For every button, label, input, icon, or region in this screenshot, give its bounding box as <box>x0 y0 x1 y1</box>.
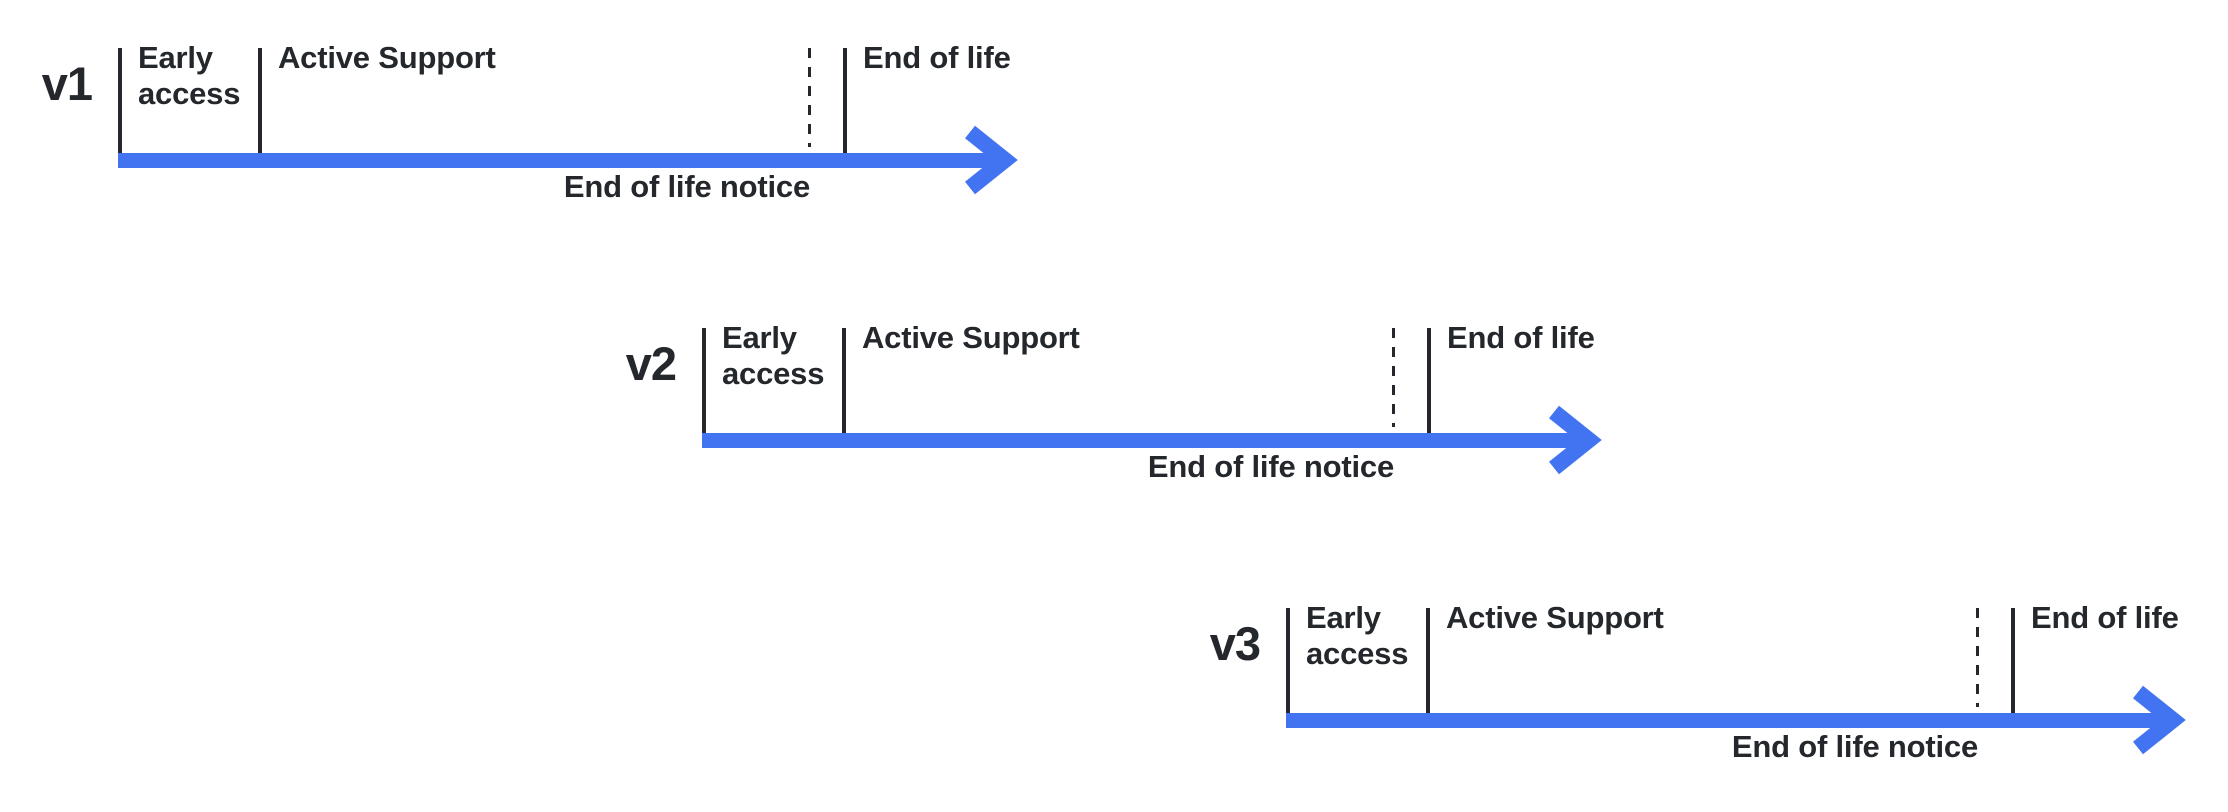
early-access-start-tick <box>702 328 706 433</box>
early-access-start-tick <box>118 48 122 153</box>
end-of-life-notice-tick <box>1392 328 1395 427</box>
end-of-life-notice-tick <box>808 48 811 147</box>
active-support-start-tick <box>1426 608 1430 713</box>
timeline-row-v1: v1 Early access Active Support End of li… <box>18 40 1028 230</box>
early-access-label: Early access <box>722 320 825 391</box>
active-support-label: Active Support <box>862 320 1080 355</box>
end-of-life-notice-label: End of life notice <box>1147 449 1394 484</box>
end-of-life-notice-label: End of life notice <box>563 169 810 204</box>
end-of-life-tick <box>1427 328 1431 433</box>
active-support-start-tick <box>842 328 846 433</box>
active-support-label: Active Support <box>278 40 496 75</box>
active-support-label: Active Support <box>1446 600 1664 635</box>
version-label: v3 <box>1209 617 1261 670</box>
version-label: v2 <box>625 337 677 390</box>
end-of-life-notice-label: End of life notice <box>1731 729 1978 764</box>
timeline-bar <box>1286 713 2166 728</box>
early-access-label: Early access <box>1306 600 1409 671</box>
timeline-row-v2: v2 Early access Active Support End of li… <box>602 320 1612 510</box>
early-access-label: Early access <box>138 40 241 111</box>
early-access-start-tick <box>1286 608 1290 713</box>
version-label: v1 <box>41 57 93 110</box>
right-arrow-icon <box>1549 405 1602 475</box>
end-of-life-notice-tick <box>1976 608 1979 707</box>
end-of-life-label: End of life <box>863 40 1011 75</box>
end-of-life-tick <box>2011 608 2015 713</box>
right-arrow-icon <box>965 125 1018 195</box>
timeline-bar <box>702 433 1582 448</box>
right-arrow-icon <box>2133 685 2186 755</box>
end-of-life-label: End of life <box>2031 600 2179 635</box>
timeline-bar <box>118 153 998 168</box>
active-support-start-tick <box>258 48 262 153</box>
end-of-life-tick <box>843 48 847 153</box>
timeline-row-v3: v3 Early access Active Support End of li… <box>1186 600 2196 790</box>
end-of-life-label: End of life <box>1447 320 1595 355</box>
